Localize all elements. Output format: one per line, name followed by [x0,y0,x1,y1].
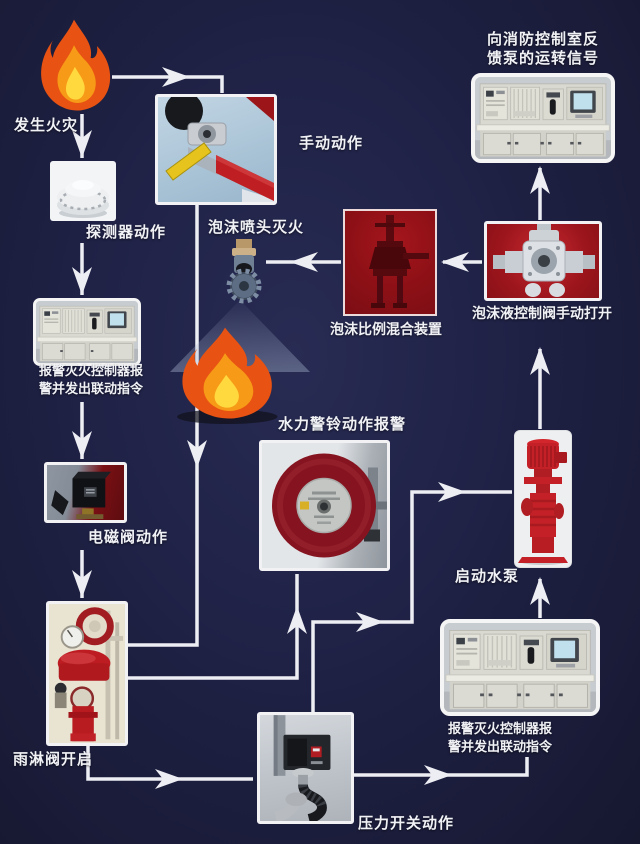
alarm-controller-left-photo [33,298,141,366]
control-console-icon [475,77,611,159]
manual-valve-icon [165,97,274,202]
pump-icon [518,439,568,565]
manual-action-photo [155,94,277,205]
alarm-bell-icon [272,453,387,558]
control-console-icon [36,301,138,363]
connector-pressure-to-controller [354,757,529,777]
label-foam-nozzle: 泡沫喷头灭火 [208,219,305,236]
deluge-valve-photo [46,601,128,746]
foam-nozzle-photo [224,239,264,305]
proportioner-valve-icon [369,215,429,308]
label-manual-action: 手动动作 [299,135,364,152]
label-alarm-controller-left: 报警灭火控制器报 警并发出联动指令 [39,363,144,396]
label-alarm-controller-right: 报警灭火控制器报 警并发出联动指令 [448,721,553,754]
connector-deluge-to-pressure [86,746,253,781]
foam-proportioner-photo [343,209,437,316]
fire-under-spray [168,324,282,424]
sprinkler-nozzle-icon [226,239,262,304]
fire-pump-photo [514,430,572,568]
label-water-bell: 水力警铃动作报警 [278,416,407,433]
label-pressure-switch: 压力开关动作 [358,815,455,832]
pressure-switch-photo [257,712,354,824]
solenoid-valve-photo [44,462,127,523]
label-smoke-detector: 探测器动作 [86,224,167,241]
solenoid-icon [51,471,112,520]
label-feedback-console: 向消防控制室反 馈泵的运转信号 [487,31,600,67]
label-deluge-valve: 雨淋阀开启 [13,751,94,768]
label-fire-pump: 启动水泵 [455,568,520,585]
label-foam-valve: 泡沫液控制阀手动打开 [472,305,612,321]
flame-icon [41,19,111,111]
control-console-icon [444,623,596,712]
label-fire-start: 发生火灾 [14,117,79,134]
foam-control-valve-icon [493,224,595,297]
alarm-controller-right-photo [440,619,600,716]
deluge-valve-icon [54,607,124,742]
foam-valve-photo [484,221,602,301]
water-bell-photo [259,440,390,571]
pressure-switch-icon [273,715,331,821]
flame-icon [177,327,278,424]
smoke-detector-icon [57,180,109,218]
connector-fire-to-manual [112,75,224,93]
fire-start-flame [30,16,118,116]
label-solenoid-valve: 电磁阀动作 [88,529,169,546]
connector-manual-to-deluge [128,205,199,647]
connector-deluge-to-bell [128,574,299,680]
feedback-console-photo [471,73,615,163]
label-foam-proportioner: 泡沫比例混合装置 [330,321,442,337]
smoke-detector-photo [50,161,116,221]
